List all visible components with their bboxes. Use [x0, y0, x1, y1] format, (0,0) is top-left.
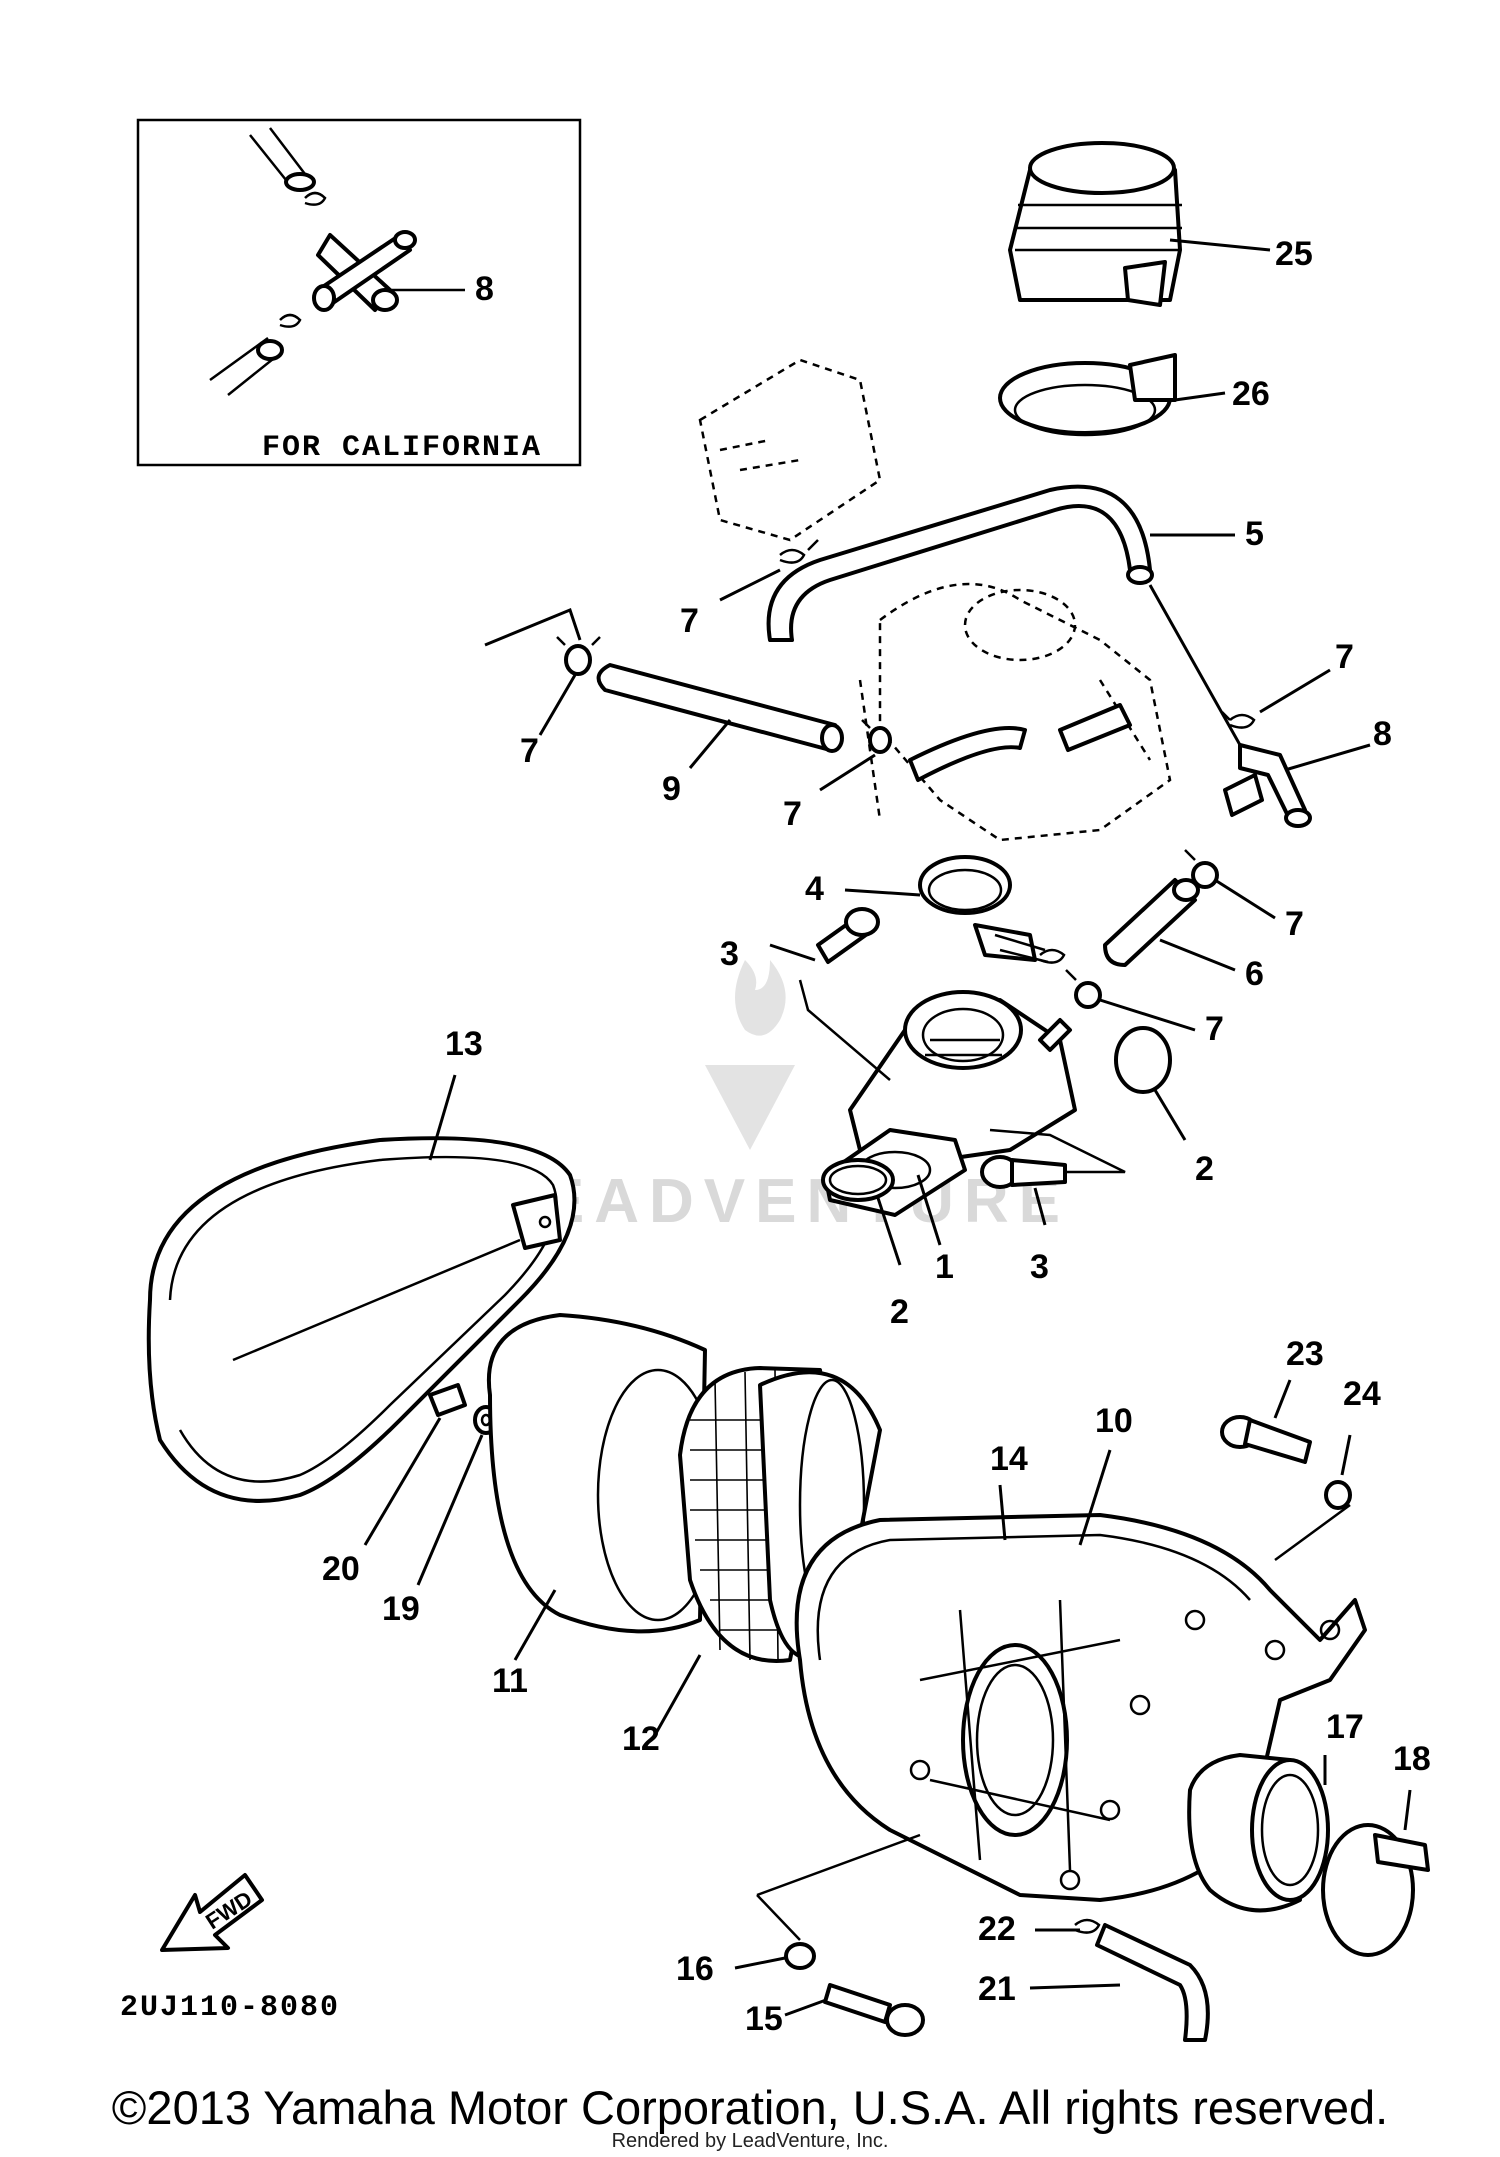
part-7-clips: 7 7 7 7 7 7 — [484, 539, 1354, 1048]
callout-16: 16 — [676, 1950, 714, 1988]
part-17-18: 17 18 — [1187, 1708, 1431, 1957]
callout-2-a: 2 — [1195, 1150, 1214, 1188]
part-12-element: 12 — [622, 1366, 882, 1758]
callout-23: 23 — [1286, 1335, 1324, 1373]
inset-caption: FOR CALIFORNIA — [262, 431, 542, 465]
part-2-orings: 2 2 — [821, 1026, 1214, 1331]
callout-3-a: 3 — [720, 935, 739, 973]
callout-7-b: 7 — [520, 732, 539, 770]
part-3-screws: 3 3 — [720, 907, 1126, 1286]
callout-20: 20 — [322, 1550, 360, 1588]
callout-10: 10 — [1095, 1402, 1133, 1440]
california-inset: 8 FOR CALIFORNIA — [136, 118, 582, 467]
part-6-hose: 6 — [1103, 878, 1264, 993]
callout-2-b: 2 — [890, 1293, 909, 1331]
callout-7-e: 7 — [1285, 905, 1304, 943]
part-16-15: 16 15 — [676, 1833, 925, 2038]
part-21-22: 22 21 — [978, 1910, 1210, 2042]
callout-19: 19 — [382, 1590, 420, 1628]
part-25-joint: 25 — [1008, 141, 1313, 307]
callout-26: 26 — [1232, 375, 1270, 413]
callout-14: 14 — [990, 1440, 1028, 1478]
part-8-tee: 8 — [1223, 715, 1392, 828]
callout-9: 9 — [662, 770, 681, 808]
callout-15: 15 — [745, 2000, 783, 2038]
leadventure-watermark: LEADVENTURE — [495, 960, 1070, 1236]
callout-12: 12 — [622, 1720, 660, 1758]
part-26-band: 26 — [998, 353, 1270, 437]
callout-5: 5 — [1245, 515, 1264, 553]
callout-25: 25 — [1275, 235, 1313, 273]
carburetor-outline — [858, 582, 1172, 842]
callout-6: 6 — [1245, 955, 1264, 993]
callout-13: 13 — [445, 1025, 483, 1063]
hose-leader — [1148, 584, 1242, 746]
callout-7-a: 7 — [680, 602, 699, 640]
callout-1: 1 — [935, 1248, 954, 1286]
callout-7-d: 7 — [1335, 638, 1354, 676]
fwd-arrow-icon: FWD — [160, 1873, 264, 1952]
part-9-hose: 9 — [596, 663, 844, 808]
callout-21: 21 — [978, 1970, 1016, 2008]
callout-24: 24 — [1343, 1375, 1381, 1413]
part-13-cover: 13 — [146, 1025, 577, 1503]
rendered-by-notice: Rendered by LeadVenture, Inc. — [611, 2130, 889, 2152]
diagram-code: 2UJ110-8080 — [120, 1991, 340, 2025]
callout-4: 4 — [805, 870, 824, 908]
part-4-clamp: 4 — [805, 855, 1049, 964]
part-11-filter: 11 — [486, 1313, 720, 1700]
callout-7-c: 7 — [783, 795, 802, 833]
part-5-hose: 5 — [766, 484, 1264, 642]
part-1-joint: 1 — [823, 990, 1077, 1286]
callout-8-inset: 8 — [475, 270, 494, 308]
callout-22: 22 — [978, 1910, 1016, 1948]
callout-18: 18 — [1393, 1740, 1431, 1778]
callout-3-b: 3 — [1030, 1248, 1049, 1286]
callout-11: 11 — [492, 1662, 528, 1700]
callout-8: 8 — [1373, 715, 1392, 753]
watermark-text: LEADVENTURE — [495, 1167, 1070, 1236]
carb-hoses — [908, 703, 1132, 782]
canister-outline — [698, 358, 882, 542]
callout-17: 17 — [1326, 1708, 1364, 1746]
copyright-notice: ©2013 Yamaha Motor Corporation, U.S.A. A… — [111, 2081, 1389, 2134]
part-23-24: 23 24 — [1220, 1335, 1381, 1562]
callout-7-f: 7 — [1205, 1010, 1224, 1048]
